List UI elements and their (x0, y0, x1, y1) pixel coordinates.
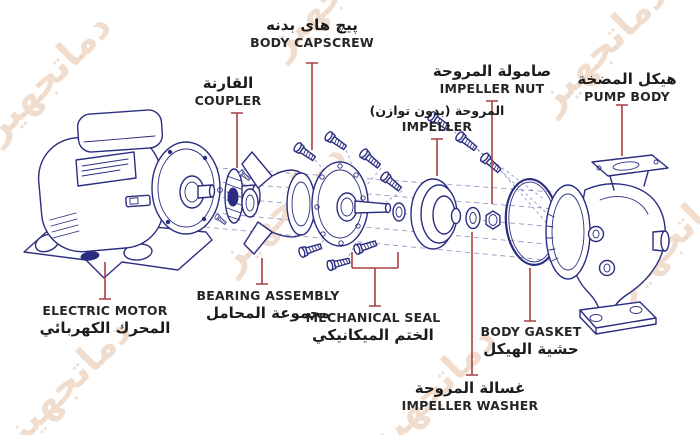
label-pump-body-ar: هيكل المضخة (577, 70, 677, 88)
label-impeller-nut: صامولة المروحة IMPELLER NUT (407, 62, 577, 96)
label-impeller-washer: غسالة المروحة IMPELLER WASHER (380, 379, 560, 413)
pump-body-drawing (545, 154, 670, 335)
label-body-gasket-en: BODY GASKET (480, 324, 582, 339)
label-body-gasket: BODY GASKET حشية الهيكل (451, 324, 611, 358)
impeller-washer-drawing (465, 206, 481, 230)
label-impeller: المروحة (بدون توازن) IMPELLER (352, 103, 522, 134)
impeller-drawing (410, 178, 462, 250)
electric-motor-drawing (23, 109, 223, 279)
screw-guides (231, 127, 554, 262)
label-impeller-en: IMPELLER (401, 118, 473, 134)
label-bearing-assembly-ar: مجموعة المحامل (205, 303, 331, 322)
label-impeller-nut-en: IMPELLER NUT (439, 80, 545, 96)
label-mechanical-seal: MECHANICAL SEAL الختم الميكانيكي (283, 310, 463, 344)
label-impeller-washer-en: IMPELLER WASHER (401, 397, 539, 413)
leader-lines (99, 62, 628, 376)
label-body-capscrew: پیچ های بدنه BODY CAPSCREW (222, 16, 402, 50)
label-bearing-assembly-en: BEARING ASSEMBLY (196, 288, 340, 303)
label-mechanical-seal-ar: الختم الميكانيكي (312, 325, 434, 344)
label-coupler: القارنة COUPLER (158, 74, 298, 108)
label-pump-body-en: PUMP BODY (584, 88, 670, 104)
label-electric-motor: ELECTRIC MOTOR المحرك الكهربائي (10, 303, 200, 337)
label-pump-body: هيكل المضخة PUMP BODY (552, 70, 700, 104)
label-electric-motor-ar: المحرك الكهربائي (39, 318, 171, 337)
label-bearing-assembly: BEARING ASSEMBLY مجموعة المحامل (173, 288, 363, 322)
label-body-capscrew-ar: پیچ های بدنه (266, 16, 358, 34)
label-coupler-en: COUPLER (194, 92, 262, 108)
label-mechanical-seal-en: MECHANICAL SEAL (305, 310, 441, 325)
label-impeller-ar: المروحة (بدون توازن) (369, 103, 505, 118)
seal-plate-drawing (311, 161, 406, 247)
label-body-gasket-ar: حشية الهيكل (483, 339, 579, 358)
label-body-capscrew-en: BODY CAPSCREW (250, 34, 374, 50)
bearing-assembly-drawing (241, 151, 316, 255)
label-impeller-nut-ar: صامولة المروحة (432, 62, 552, 80)
impeller-nut-drawing (485, 210, 501, 230)
label-electric-motor-en: ELECTRIC MOTOR (42, 303, 168, 318)
label-impeller-washer-ar: غسالة المروحة (414, 379, 526, 397)
label-coupler-ar: القارنة (202, 74, 254, 92)
